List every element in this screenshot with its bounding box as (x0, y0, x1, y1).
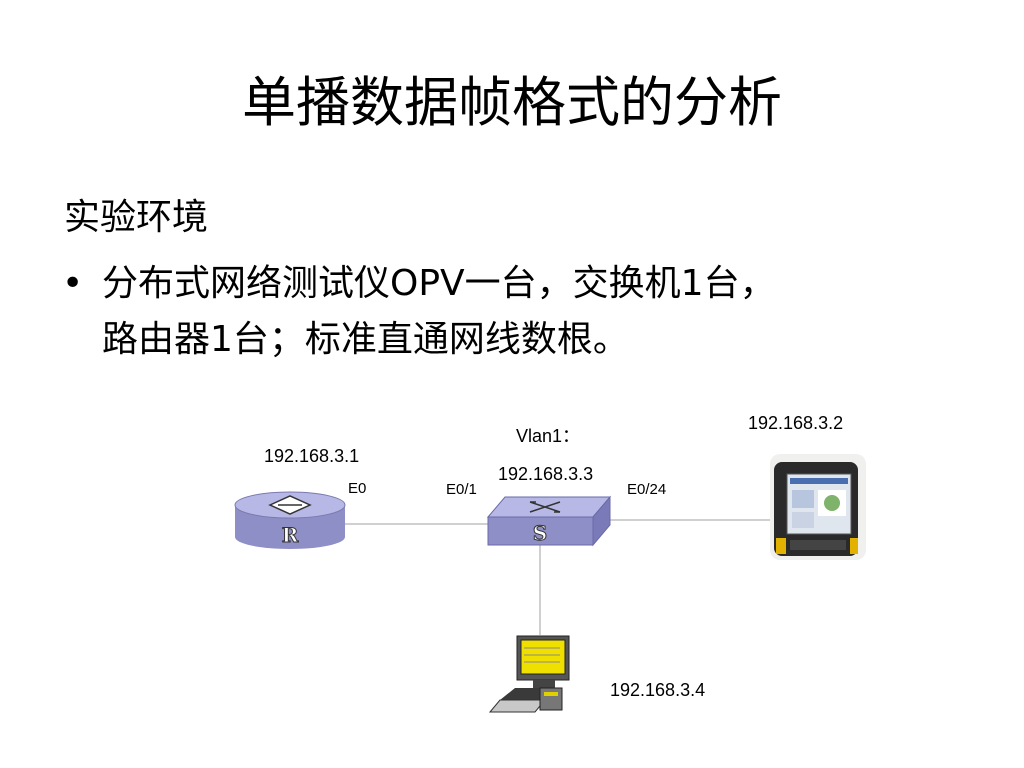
slide-title: 单播数据帧格式的分析 (242, 71, 782, 134)
bullet-line-1: 分布式网络测试仪OPV一台，交换机1台， (102, 263, 776, 304)
router-letter: R (282, 523, 299, 547)
router-icon: R (234, 491, 346, 549)
router-port-label: E0 (348, 480, 367, 497)
pc-icon (488, 635, 570, 713)
bullet-dot: • (62, 263, 84, 304)
switch-letter: S (533, 521, 547, 545)
vlan-label: Vlan1： (516, 426, 581, 446)
bullet-line-2: 路由器1台；标准直通网线数根。 (102, 319, 629, 360)
bullet-text: 分布式网络测试仪OPV一台，交换机1台， 路由器1台；标准直通网线数根。 (102, 256, 982, 368)
router-ip-label: 192.168.3.1 (264, 446, 360, 466)
switch-port-right-label: E0/24 (627, 481, 667, 498)
switch-icon: S (486, 495, 612, 547)
tester-ip-label: 192.168.3.2 (748, 413, 844, 433)
network-tester-icon (770, 454, 866, 560)
pc-ip-label: 192.168.3.4 (610, 680, 706, 700)
switch-port-left-label: E0/1 (446, 481, 477, 498)
switch-ip-label: 192.168.3.3 (498, 464, 594, 484)
section-heading: 实验环境 (64, 197, 209, 238)
